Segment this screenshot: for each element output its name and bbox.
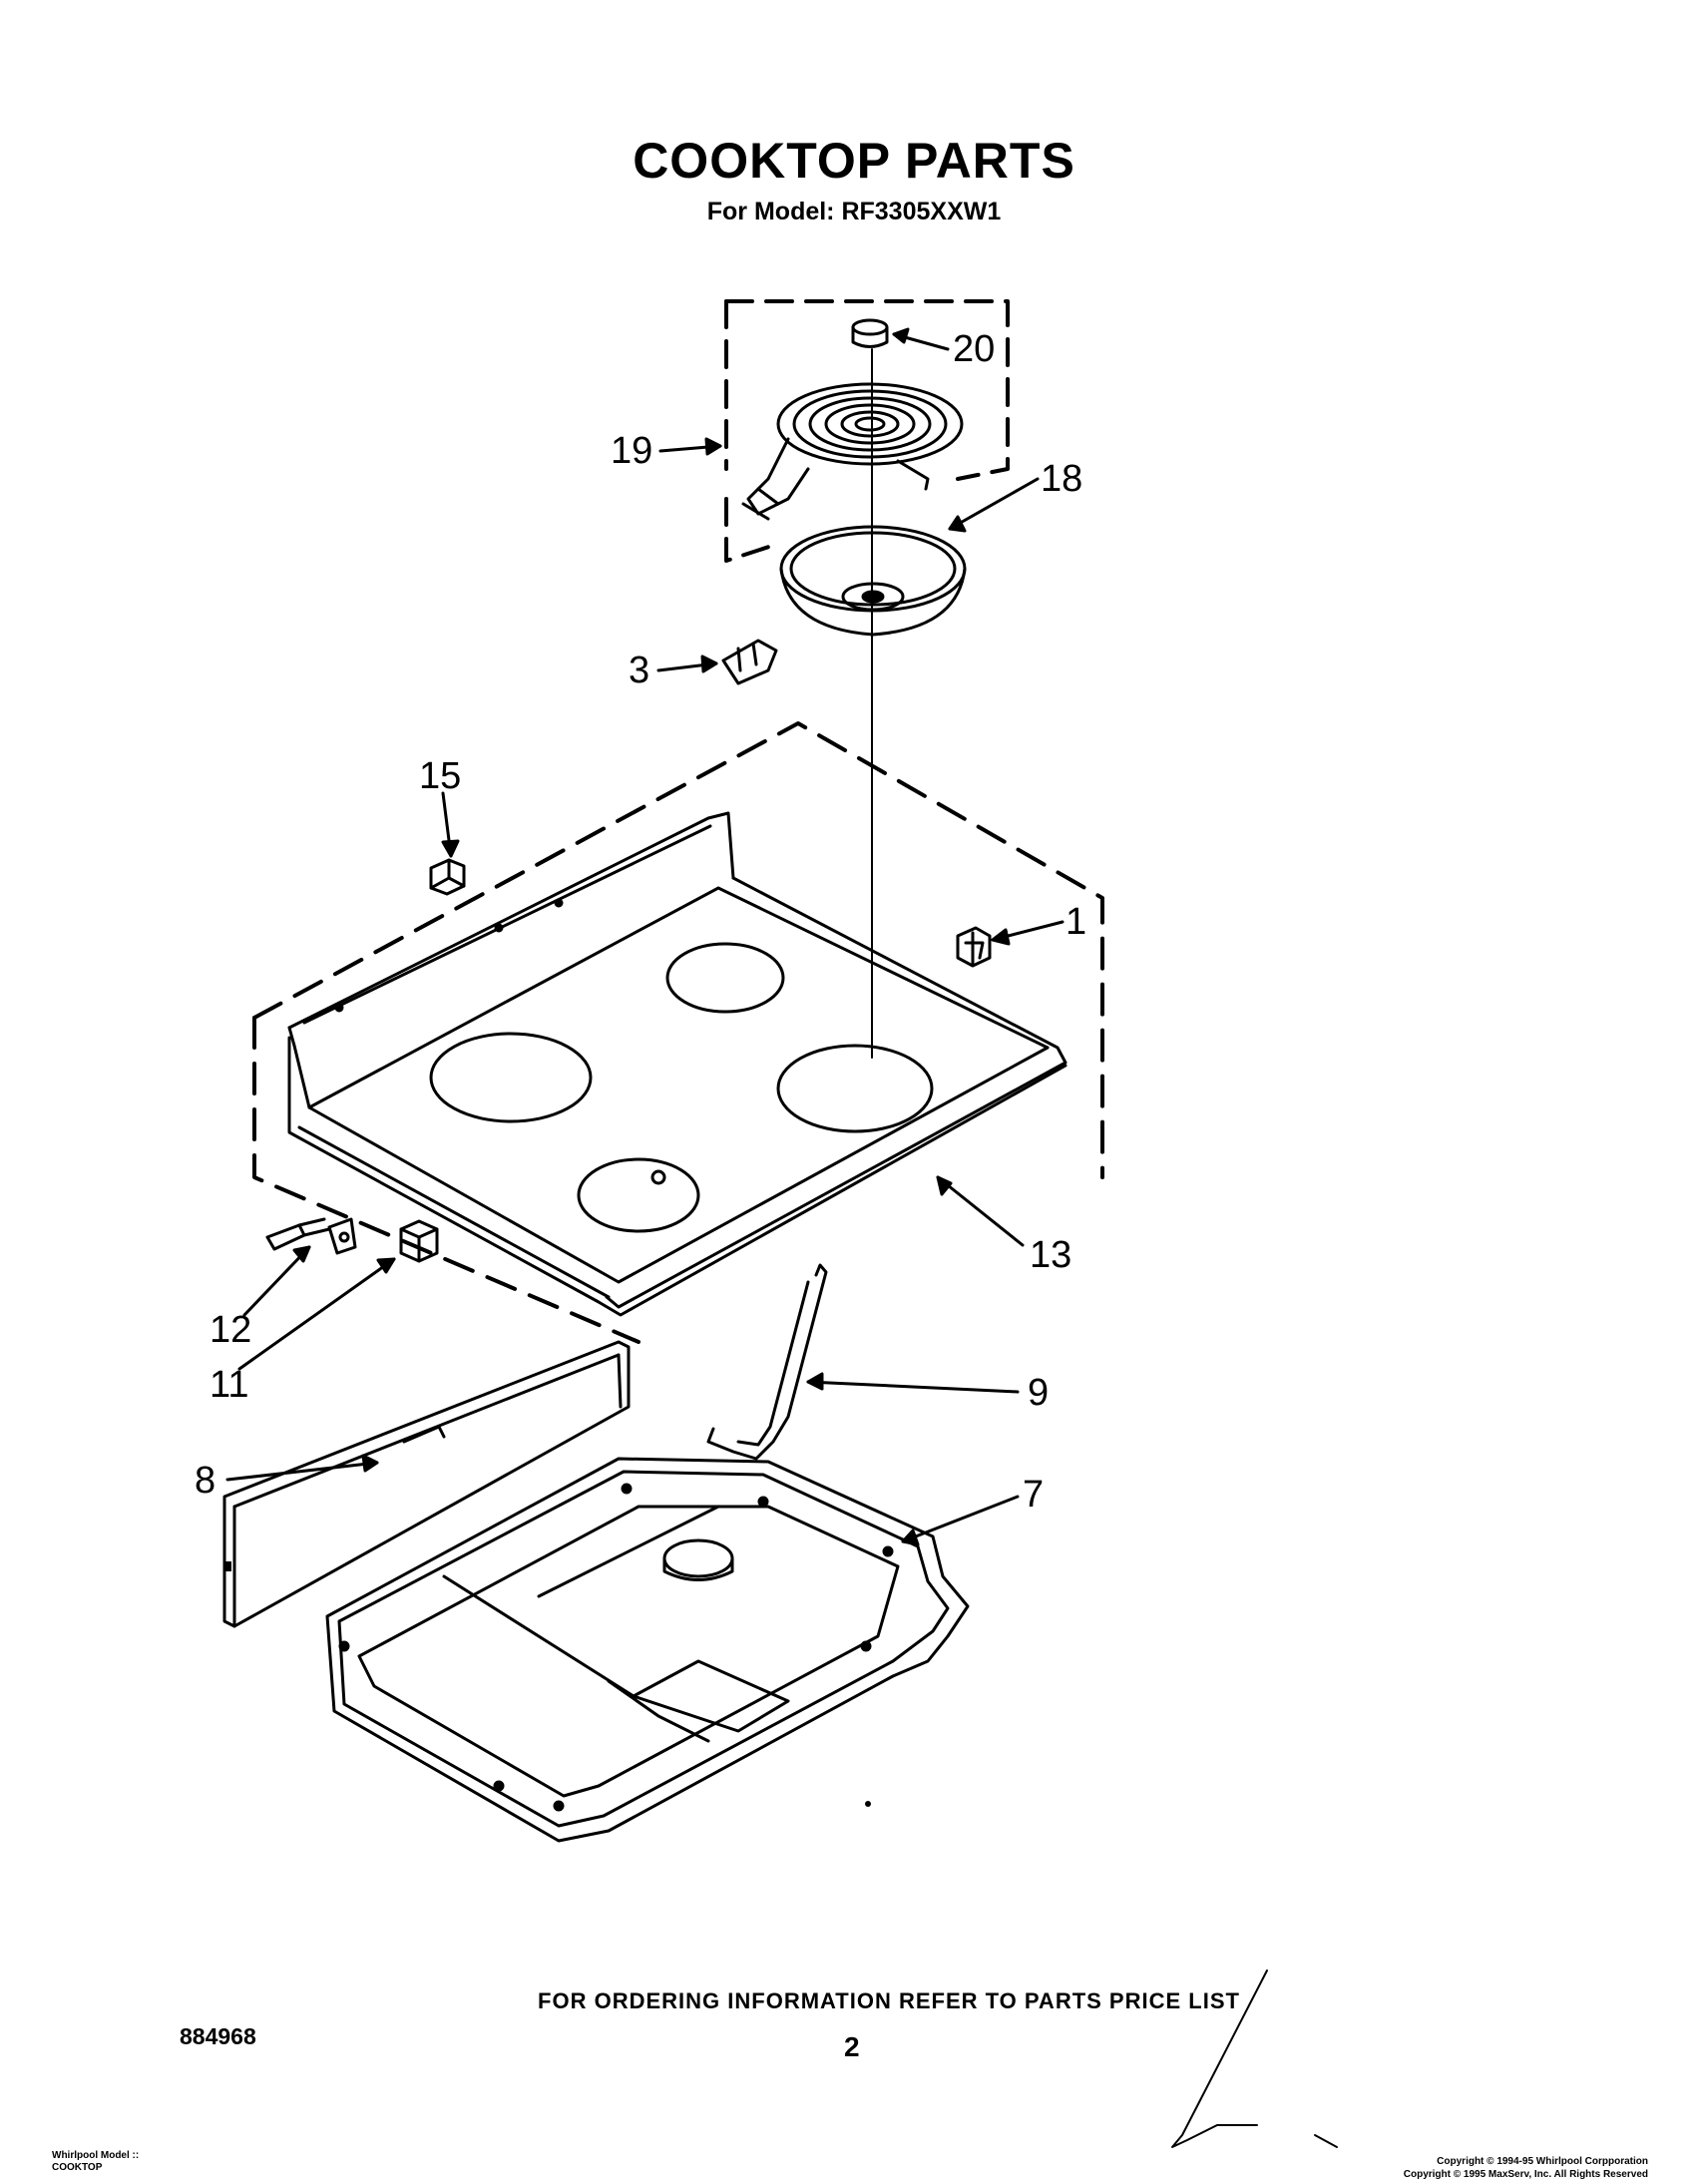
part-11-spacer [399,1219,439,1263]
callout-numbers: 20 19 18 3 15 1 13 12 11 9 8 7 [195,328,1086,1516]
page-number: 2 [844,2031,860,2062]
surface-element-group [724,299,1010,563]
burner-opening-left-front [577,1157,700,1233]
part-20-cap [851,318,889,348]
callout-7: 7 [1023,1474,1044,1516]
part-3-terminal-block [721,639,778,685]
page-title: COOKTOP PARTS [633,133,1075,189]
ordering-note: FOR ORDERING INFORMATION REFER TO PARTS … [538,1988,1240,2013]
cooktop-assembly-outline [252,721,1104,1344]
callout-20: 20 [953,328,995,370]
callout-9: 9 [1028,1372,1049,1414]
leader-lines [225,327,1065,1546]
callout-15: 15 [419,755,461,797]
burner-opening-right-front [776,1044,934,1133]
model-subtitle: For Model: RF3305XXW1 [706,198,1002,225]
handwritten-mark [865,1801,1338,2148]
burner-opening-left-rear [429,1032,593,1123]
copyright-notice: Copyright © 1994-95 Whirlpool Corpporati… [1404,2155,1648,2181]
part-13-cooktop [287,811,1068,1317]
callout-1: 1 [1066,901,1086,943]
callout-18: 18 [1041,458,1082,500]
model-tag: Whirlpool Model :: COOKTOP [52,2150,139,2174]
callout-19: 19 [611,430,652,472]
callout-12: 12 [210,1309,251,1351]
part-7-burner-box [325,1457,970,1843]
part-15-clip [429,858,466,896]
callout-8: 8 [195,1460,215,1502]
model-tag-line2: COOKTOP [52,2162,103,2173]
model-tag-line1: Whirlpool Model :: [52,2150,140,2161]
callout-11: 11 [210,1364,248,1406]
part-19-surface-element [741,382,964,521]
part-1-clip [956,926,992,968]
document-number: 884968 [180,2023,256,2049]
burner-opening-right-rear [665,942,785,1014]
part-8-trim-strip [222,1340,631,1628]
callout-3: 3 [629,650,649,691]
copyright-line1: Copyright © 1994-95 Whirlpool Corpporati… [1437,2156,1648,2167]
part-9-support-rod [706,1263,828,1461]
callout-13: 13 [1030,1234,1071,1276]
part-12-hinge [265,1217,357,1255]
copyright-line2: Copyright © 1995 MaxServ, Inc. All Right… [1403,2169,1648,2180]
